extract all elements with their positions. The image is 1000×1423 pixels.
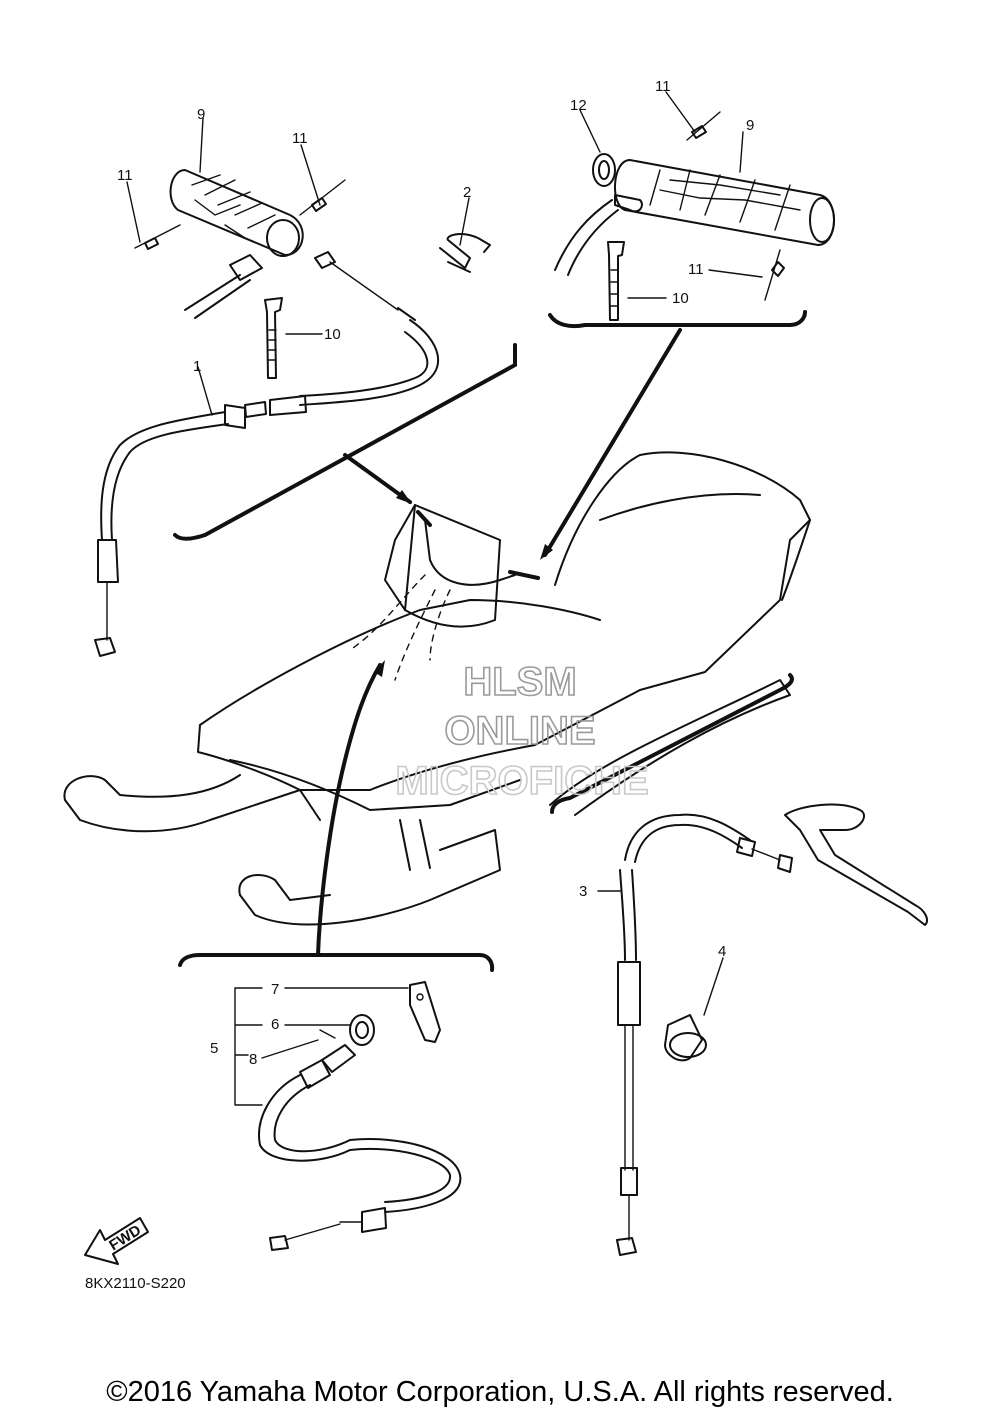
- callout-11-right-a: 11: [655, 78, 671, 95]
- callout-5: 5: [210, 1040, 218, 1057]
- watermark-line-3: MICROFICHE: [395, 759, 648, 803]
- callout-6: 6: [271, 1016, 279, 1033]
- callout-1: 1: [193, 358, 201, 375]
- callout-leaders: [126, 91, 763, 1059]
- callout-10-right: 10: [672, 290, 689, 307]
- watermark-line-1: HLSM: [463, 660, 576, 704]
- right-grip-assembly: [540, 111, 835, 560]
- copyright-notice: ©2016 Yamaha Motor Corporation, U.S.A. A…: [106, 1376, 894, 1408]
- fwd-arrow-icon: FWD: [84, 1217, 149, 1265]
- diagram-code: 8KX2110-S220: [85, 1275, 186, 1292]
- callout-11-left-a: 11: [117, 167, 133, 184]
- callout-4: 4: [718, 943, 726, 960]
- callout-9-left: 9: [197, 106, 205, 123]
- callout-8: 8: [249, 1051, 257, 1068]
- cable-top-assembly: [94, 251, 517, 657]
- callout-labels: 1 2 3 4 5 6 7 8 9 9 10 10 11 11 11 11 12: [117, 78, 754, 1068]
- left-grip-assembly: [134, 169, 346, 319]
- callout-2: 2: [463, 184, 471, 201]
- watermark: HLSM ONLINE MICROFICHE: [395, 659, 650, 804]
- callout-11-right-b: 11: [688, 261, 704, 278]
- callout-3: 3: [579, 883, 587, 900]
- callout-12: 12: [570, 97, 587, 114]
- callout-7: 7: [271, 981, 279, 998]
- snowmobile-illustration: [63, 451, 811, 926]
- callout-9-right: 9: [746, 117, 754, 134]
- callout-11-left-b: 11: [292, 130, 308, 147]
- bottom-center-assembly: [178, 660, 495, 1251]
- callout-10-left: 10: [324, 326, 341, 343]
- watermark-line-2: ONLINE: [444, 709, 595, 753]
- hook-part-2: [439, 233, 491, 273]
- bottom-right-assembly: [550, 673, 928, 1256]
